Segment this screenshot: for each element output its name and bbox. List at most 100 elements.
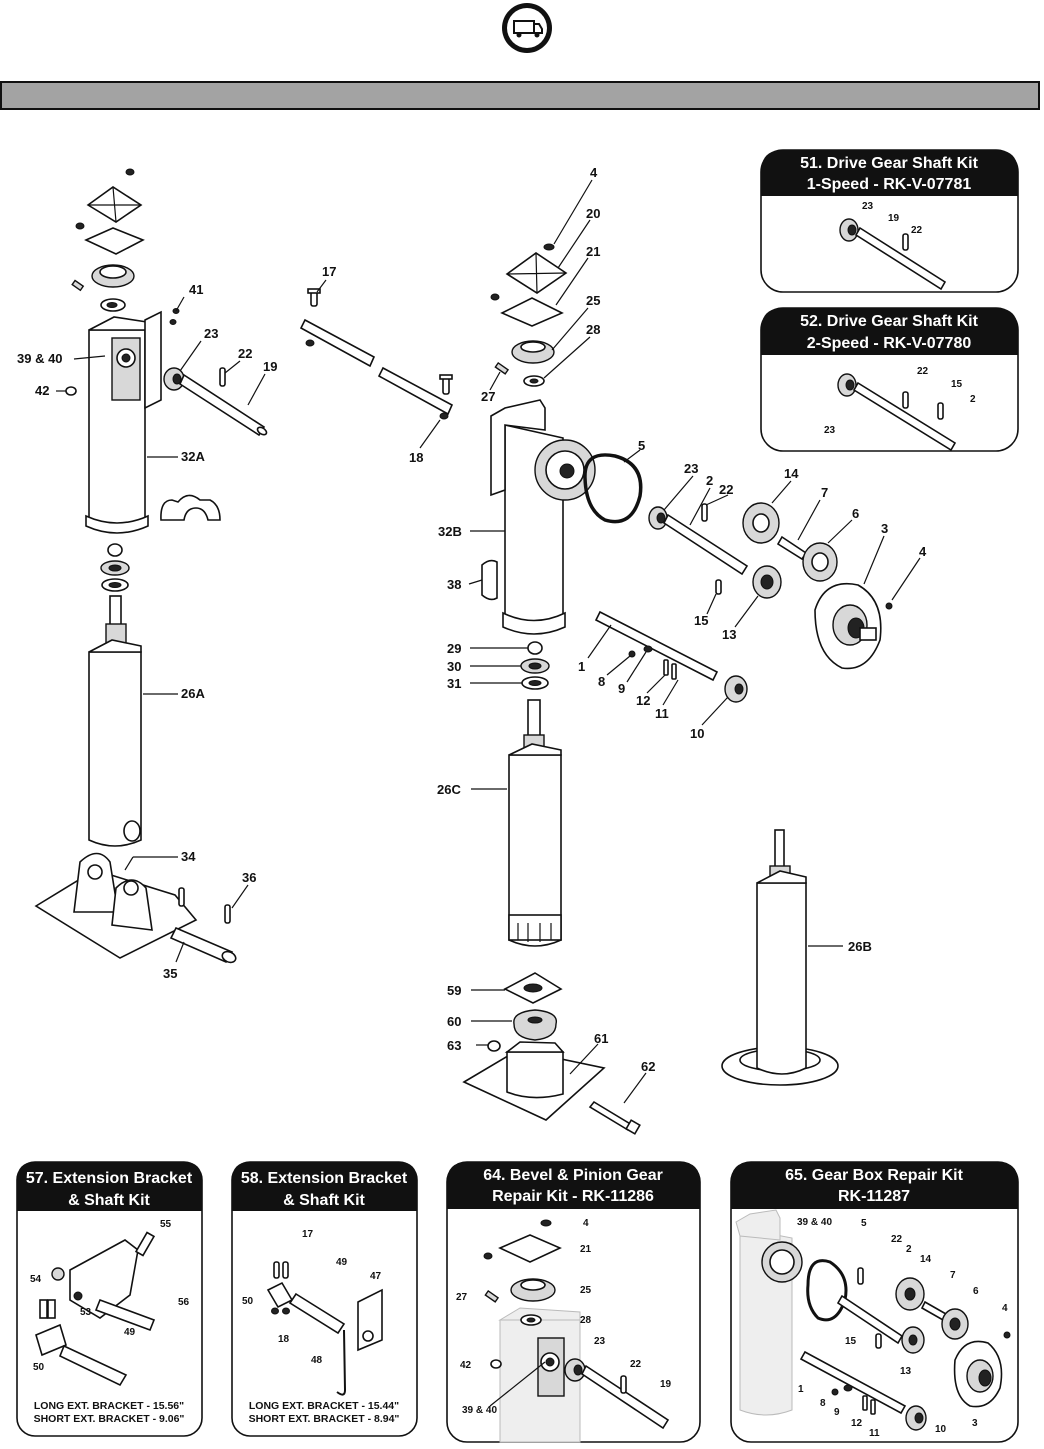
callout-61: 61 bbox=[594, 1031, 608, 1046]
kit-64-label-27: 27 bbox=[456, 1292, 468, 1303]
callout-8: 8 bbox=[598, 674, 605, 689]
kit-65-label-5: 5 bbox=[861, 1218, 867, 1229]
main-callouts: 41 39 & 40 42 23 22 19 32A 26A 34 36 35 … bbox=[17, 165, 927, 1104]
kit-51-title-line2: 1-Speed - RK-V-07781 bbox=[807, 176, 972, 193]
kit-65-label-9: 9 bbox=[834, 1407, 840, 1418]
kit-64-panel: 64. Bevel & Pinion Gear Repair Kit - RK-… bbox=[446, 1161, 701, 1443]
kit-58-label-18: 18 bbox=[278, 1334, 290, 1345]
kit-51-panel: 51. Drive Gear Shaft Kit 1-Speed - RK-V-… bbox=[760, 149, 1019, 293]
callout-1: 1 bbox=[578, 659, 585, 674]
kit-64-label-21: 21 bbox=[580, 1244, 592, 1255]
kit-65-label-3: 3 bbox=[972, 1418, 978, 1429]
kit-65-label-22: 22 bbox=[891, 1234, 903, 1245]
kit-57-panel: 57. Extension Bracket & Shaft Kit 55 54 … bbox=[16, 1161, 203, 1437]
kit-57-title-line1: 57. Extension Bracket bbox=[26, 1170, 193, 1187]
callout-7: 7 bbox=[821, 485, 828, 500]
kit-65-label-14: 14 bbox=[920, 1254, 932, 1265]
kit-57-note-short: SHORT EXT. BRACKET - 9.06" bbox=[34, 1413, 185, 1425]
callout-29: 29 bbox=[447, 641, 461, 656]
kit-57-note-long: LONG EXT. BRACKET - 15.56" bbox=[34, 1400, 184, 1412]
callout-3: 3 bbox=[881, 521, 888, 536]
kit-51-title-line1: 51. Drive Gear Shaft Kit bbox=[800, 155, 979, 172]
kit-57-label-49: 49 bbox=[124, 1327, 136, 1338]
kit-51-label-22: 22 bbox=[911, 225, 923, 236]
callout-17: 17 bbox=[322, 264, 336, 279]
callout-26a: 26A bbox=[181, 686, 205, 701]
callout-19-left: 19 bbox=[263, 359, 277, 374]
callout-36: 36 bbox=[242, 870, 256, 885]
center-jack-assembly bbox=[462, 243, 893, 1135]
callout-35: 35 bbox=[163, 966, 177, 981]
kit-65-label-12: 12 bbox=[851, 1418, 863, 1429]
kit-65-label-7: 7 bbox=[950, 1270, 956, 1281]
kit-58-label-50: 50 bbox=[242, 1296, 254, 1307]
kit-52-label-23: 23 bbox=[824, 425, 836, 436]
callout-15: 15 bbox=[694, 613, 708, 628]
kit-58-label-49: 49 bbox=[336, 1257, 348, 1268]
callout-14: 14 bbox=[784, 466, 799, 481]
callout-34: 34 bbox=[181, 849, 196, 864]
kit-64-label-4: 4 bbox=[583, 1218, 589, 1229]
callout-11: 11 bbox=[655, 706, 669, 721]
callout-31: 31 bbox=[447, 676, 461, 691]
kit-64-label-42: 42 bbox=[460, 1360, 472, 1371]
callout-32a: 32A bbox=[181, 449, 205, 464]
kit-65-title-line1: 65. Gear Box Repair Kit bbox=[785, 1167, 964, 1184]
callout-63: 63 bbox=[447, 1038, 461, 1053]
callout-38: 38 bbox=[447, 577, 461, 592]
kit-58-label-47: 47 bbox=[370, 1271, 382, 1282]
kit-58-note-short: SHORT EXT. BRACKET - 8.94" bbox=[249, 1413, 400, 1425]
kit-51-label-23: 23 bbox=[862, 201, 874, 212]
kit-65-label-8: 8 bbox=[820, 1398, 826, 1409]
kit-65-label-4: 4 bbox=[1002, 1303, 1008, 1314]
kit-64-label-25: 25 bbox=[580, 1285, 592, 1296]
kit-65-label-2: 2 bbox=[906, 1244, 912, 1255]
kit-52-panel: 52. Drive Gear Shaft Kit 2-Speed - RK-V-… bbox=[760, 307, 1019, 452]
kit-57-label-55: 55 bbox=[160, 1219, 172, 1230]
kit-57-title-line2: & Shaft Kit bbox=[68, 1192, 150, 1209]
truck-badge-icon bbox=[502, 3, 552, 53]
callout-4-right: 4 bbox=[919, 544, 927, 559]
kit-58-title-line1: 58. Extension Bracket bbox=[241, 1170, 408, 1187]
kit-65-label-6: 6 bbox=[973, 1286, 979, 1297]
callout-22-center: 22 bbox=[719, 482, 733, 497]
kit-64-label-22: 22 bbox=[630, 1359, 642, 1370]
callout-6: 6 bbox=[852, 506, 859, 521]
callout-22-left: 22 bbox=[238, 346, 252, 361]
kit-65-panel: 65. Gear Box Repair Kit RK-11287 39 & 40… bbox=[730, 1161, 1019, 1443]
kit-64-label-39-40: 39 & 40 bbox=[462, 1405, 497, 1416]
callout-23-left: 23 bbox=[204, 326, 218, 341]
kit-57-label-50: 50 bbox=[33, 1362, 45, 1373]
callout-41: 41 bbox=[189, 282, 203, 297]
kit-52-label-22: 22 bbox=[917, 366, 929, 377]
kit-65-label-11: 11 bbox=[869, 1428, 880, 1439]
kit-64-label-28: 28 bbox=[580, 1315, 592, 1326]
callout-25: 25 bbox=[586, 293, 600, 308]
callout-30: 30 bbox=[447, 659, 461, 674]
callout-2: 2 bbox=[706, 473, 713, 488]
kit-65-label-1: 1 bbox=[798, 1384, 804, 1395]
callout-32b: 32B bbox=[438, 524, 462, 539]
kit-52-title-line1: 52. Drive Gear Shaft Kit bbox=[800, 313, 979, 330]
callout-10: 10 bbox=[690, 726, 704, 741]
kit-57-label-54: 54 bbox=[30, 1274, 42, 1285]
callout-9: 9 bbox=[618, 681, 625, 696]
kit-64-label-23: 23 bbox=[594, 1336, 606, 1347]
kit-58-note-long: LONG EXT. BRACKET - 15.44" bbox=[249, 1400, 399, 1412]
kit-51-label-19: 19 bbox=[888, 213, 900, 224]
callout-21: 21 bbox=[586, 244, 600, 259]
callout-20: 20 bbox=[586, 206, 600, 221]
callout-62: 62 bbox=[641, 1059, 655, 1074]
callout-23-center: 23 bbox=[684, 461, 698, 476]
kit-52-label-2: 2 bbox=[970, 394, 976, 405]
callout-5: 5 bbox=[638, 438, 645, 453]
kit-58-label-48: 48 bbox=[311, 1355, 323, 1366]
callout-60: 60 bbox=[447, 1014, 461, 1029]
cross-shaft-assembly bbox=[299, 288, 454, 420]
kit-64-title-line1: 64. Bevel & Pinion Gear bbox=[483, 1167, 663, 1184]
kit-65-label-15: 15 bbox=[845, 1336, 857, 1347]
callout-26c: 26C bbox=[437, 782, 461, 797]
callout-18: 18 bbox=[409, 450, 423, 465]
kit-65-label-13: 13 bbox=[900, 1366, 912, 1377]
kit-65-label-10: 10 bbox=[935, 1424, 947, 1435]
